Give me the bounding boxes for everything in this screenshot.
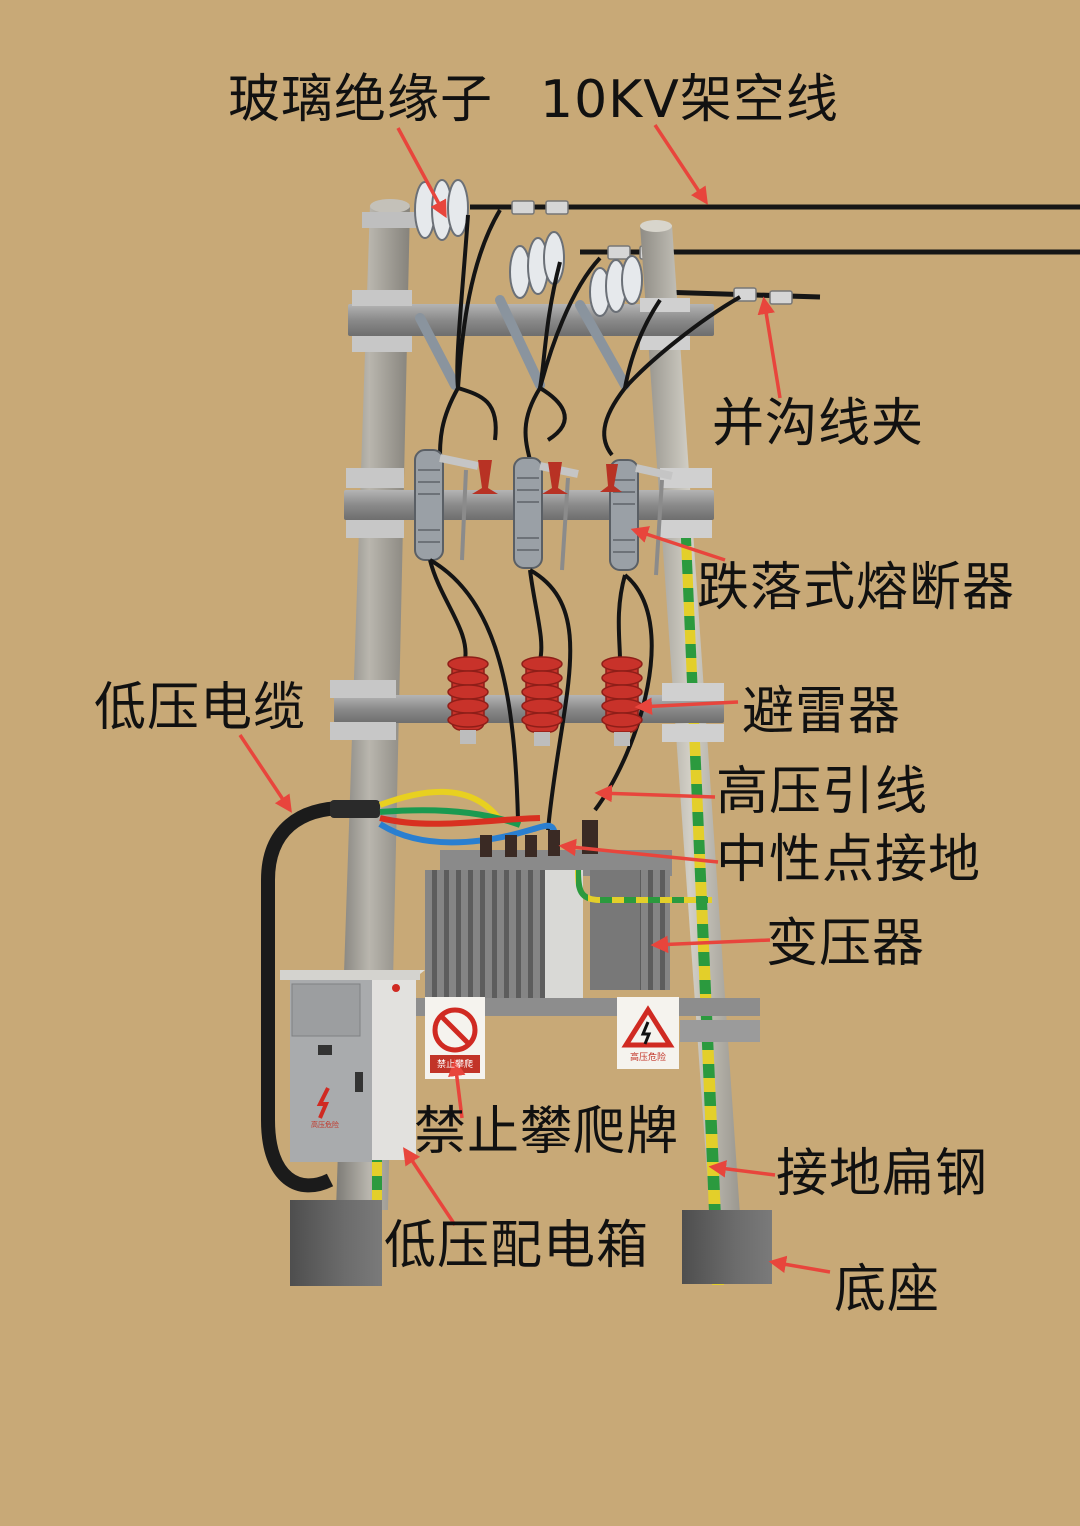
arrow-transformer: [650, 935, 771, 954]
hv-danger-sign-text: 高压危险: [629, 1053, 666, 1063]
label-base: 底座: [834, 1260, 941, 1320]
label-transformer: 变压器: [766, 914, 926, 974]
arrow-lv-distribution-box: [403, 1147, 457, 1226]
label-lv-cable: 低压电缆: [94, 678, 307, 738]
arrow-neutral-grounding: [558, 838, 719, 864]
left-pole-base: [290, 1200, 382, 1286]
arrow-lv-cable: [238, 734, 292, 813]
label-hv-lead: 高压引线: [716, 762, 929, 822]
arrow-drop-out-fuse: [630, 526, 726, 562]
label-glass-insulator: 玻璃绝缘子: [228, 70, 494, 130]
lightning-arresters: [447, 656, 643, 733]
no-climbing-sign-text: 禁止攀爬: [436, 1060, 473, 1070]
label-lv-distribution-box: 低压配电箱: [384, 1216, 650, 1276]
label-grounding-flat-steel: 接地扁钢: [776, 1144, 989, 1204]
lv-cable: [261, 801, 346, 1193]
right-pole-base: [682, 1210, 772, 1284]
label-parallel-groove-clamp: 并沟线夹: [712, 394, 925, 454]
arrow-parallel-groove-clamp: [757, 296, 782, 399]
arrow-base: [768, 1255, 831, 1274]
glass-insulators: [414, 179, 643, 317]
label-no-climbing-sign: 禁止攀爬牌: [414, 1102, 680, 1162]
arrow-no-climbing-sign: [448, 1058, 466, 1119]
insulator-braces: [415, 295, 630, 390]
fuse-to-transformer-wires: [428, 558, 654, 831]
lv-distribution-box: [280, 970, 425, 1162]
box-warning-text: 高压危险: [311, 1121, 339, 1129]
label-lightning-arrester: 避雷器: [742, 682, 902, 742]
label-neutral-grounding: 中性点接地: [716, 830, 982, 890]
arrow-lightning-arrester: [634, 697, 739, 716]
label-drop-out-fuse: 跌落式熔断器: [697, 558, 1016, 618]
neutral-ground-wire: [575, 869, 712, 903]
arrow-overhead-line: [653, 124, 708, 205]
arrow-hv-lead: [594, 784, 716, 803]
jumper-wires: [438, 208, 741, 461]
arrow-glass-insulator: [396, 127, 447, 219]
lv-cable-cores: [378, 788, 558, 846]
label-overhead-line: 10KV架空线: [540, 70, 839, 130]
top-crossarm: [348, 212, 714, 352]
arrow-grounding-flat-steel: [708, 1160, 776, 1178]
annotation-arrows: [238, 124, 831, 1274]
hv-danger-sign: [617, 997, 679, 1069]
